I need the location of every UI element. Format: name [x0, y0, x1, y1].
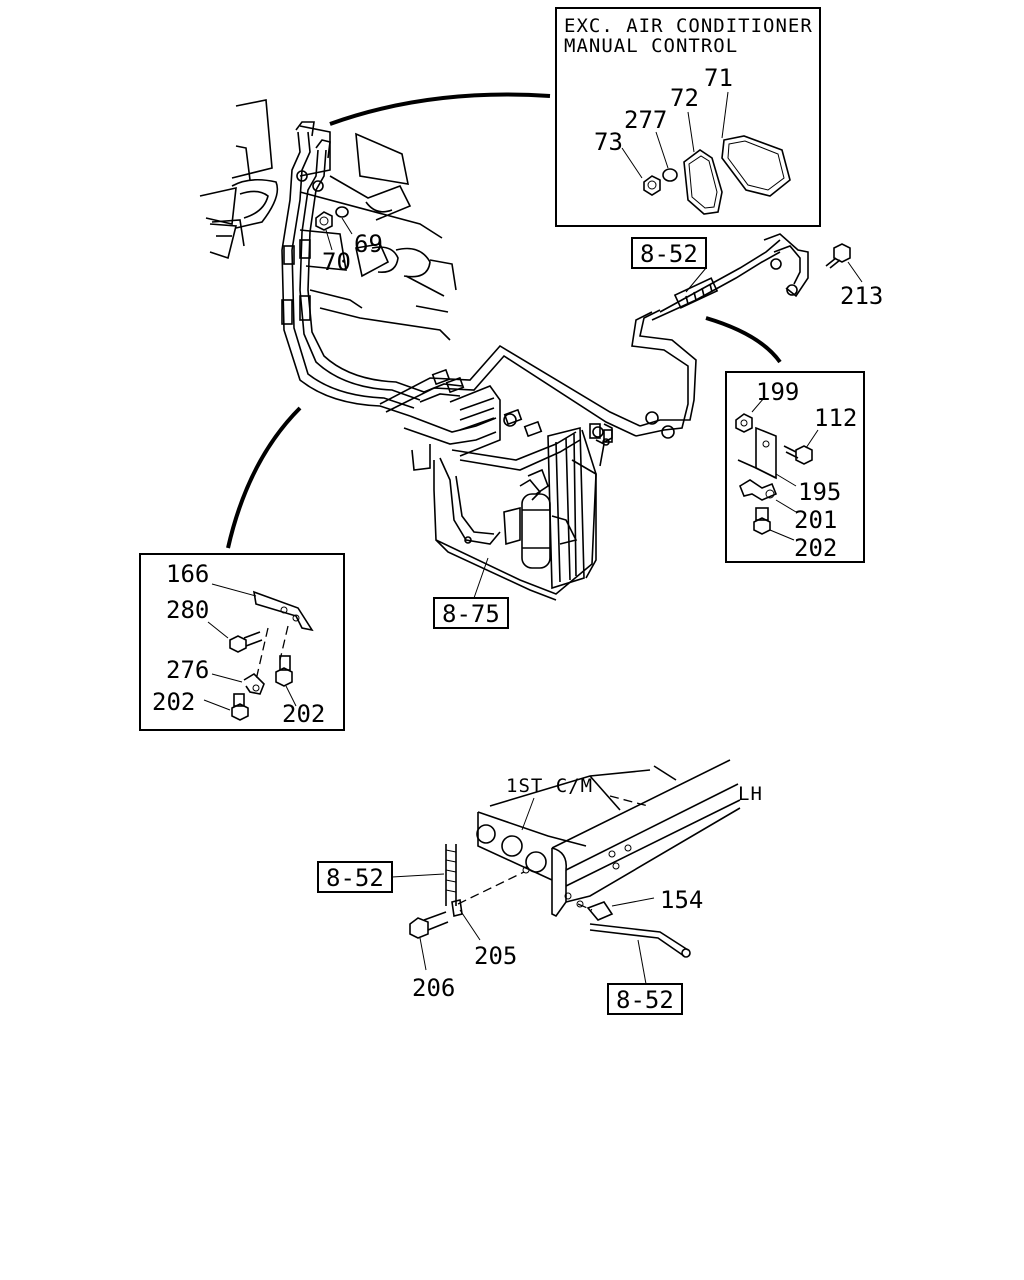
- label-202b: 202: [152, 688, 195, 716]
- label-199: 199: [756, 378, 799, 406]
- bolt-213: 213: [825, 243, 883, 310]
- callout-arc-top: [329, 92, 551, 126]
- inset-right-clamp: 199 112 195 201 202: [725, 371, 865, 563]
- label-206: 206: [412, 974, 455, 1002]
- inset-exc-air-conditioner: EXC. AIR CONDITIONER MANUAL CONTROL 71 7…: [555, 7, 821, 227]
- label-69: 69: [354, 230, 383, 258]
- ref-label-2: 8-75: [442, 600, 500, 628]
- ref-8-52-left: 8-52: [317, 861, 445, 893]
- ref-8-52-top: 8-52: [631, 237, 707, 293]
- refrigerant-hoses: [281, 121, 809, 471]
- note-lh: LH: [738, 783, 763, 805]
- label-166: 166: [166, 560, 209, 588]
- nut-washer-cab: 69 70: [315, 206, 383, 276]
- note-exc-line1: EXC. AIR CONDITIONER: [564, 15, 813, 37]
- label-73: 73: [594, 128, 623, 156]
- label-202a: 202: [794, 534, 837, 562]
- note-first-cm: 1ST C/M: [506, 775, 593, 797]
- note-exc-line2: MANUAL CONTROL: [564, 35, 738, 57]
- label-277: 277: [624, 106, 667, 134]
- callout-arc-right: [705, 316, 782, 364]
- ref-label-1: 8-52: [640, 240, 698, 268]
- ref-label-4: 8-52: [616, 986, 674, 1014]
- label-70: 70: [322, 248, 351, 276]
- condenser-unit: [433, 385, 613, 601]
- ref-label-3: 8-52: [326, 864, 384, 892]
- label-205: 205: [474, 942, 517, 970]
- label-201: 201: [794, 506, 837, 534]
- label-195: 195: [798, 478, 841, 506]
- label-213: 213: [840, 282, 883, 310]
- callout-arc-left: [226, 406, 302, 549]
- label-72: 72: [670, 84, 699, 112]
- chassis-frame: 1ST C/M LH 154: [409, 759, 763, 1002]
- ref-8-75: 8-75: [433, 557, 509, 629]
- label-154: 154: [660, 886, 703, 914]
- cab-structure: [199, 99, 457, 341]
- label-71: 71: [704, 64, 733, 92]
- label-202c: 202: [282, 700, 325, 728]
- inset-left-bracket: 166 280 276 202 202: [139, 553, 345, 731]
- label-112: 112: [814, 404, 857, 432]
- ref-8-52-bottom: 8-52: [607, 983, 683, 1015]
- label-280: 280: [166, 596, 209, 624]
- label-276: 276: [166, 656, 209, 684]
